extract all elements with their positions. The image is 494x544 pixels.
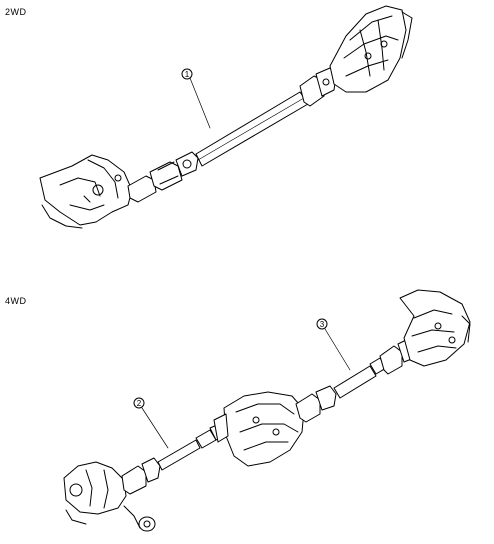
rear-u-joint-2wd xyxy=(299,67,337,107)
callout-1-number: 1 xyxy=(185,70,190,79)
rear-differential-4wd xyxy=(399,289,471,367)
section-label-4wd: 4WD xyxy=(5,296,27,306)
transfer-case-4wd xyxy=(213,391,305,467)
transfer-rear-yoke-4wd xyxy=(295,385,337,423)
callout-3 xyxy=(316,318,351,371)
front-differential-4wd xyxy=(63,461,156,532)
rear-propeller-shaft-4wd xyxy=(333,357,387,399)
front-u-joint-4wd xyxy=(121,457,161,495)
callout-2 xyxy=(133,397,169,449)
differential-2wd xyxy=(329,5,413,93)
callout-2-number: 2 xyxy=(137,399,142,408)
transmission-2wd xyxy=(39,154,133,229)
callout-3-number: 3 xyxy=(320,320,325,329)
section-label-2wd: 2WD xyxy=(5,7,27,17)
propeller-shaft-2wd xyxy=(195,91,309,167)
front-u-joint-2wd xyxy=(127,151,199,203)
callout-1 xyxy=(181,68,211,129)
